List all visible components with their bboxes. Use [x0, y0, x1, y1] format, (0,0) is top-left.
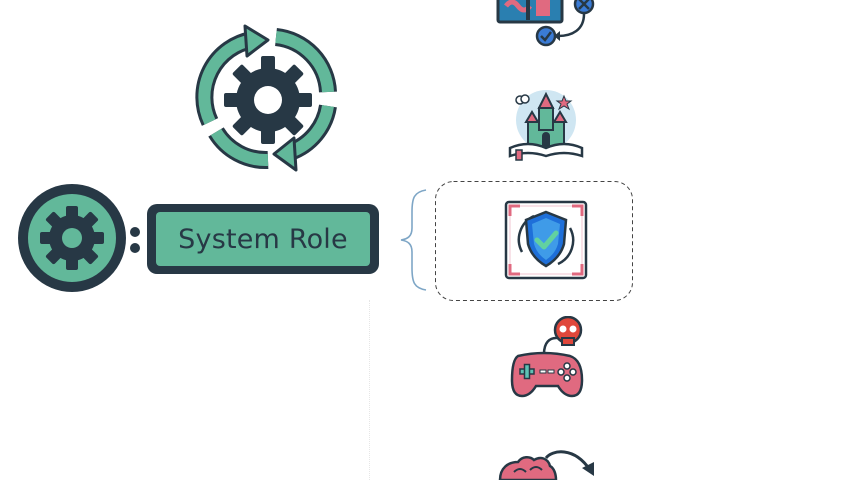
- castle-storybook-icon: [508, 90, 584, 161]
- gear-icon: [18, 184, 126, 292]
- puzzle-board-check-icon: [496, 0, 595, 47]
- curly-brace-icon: [400, 189, 427, 291]
- gear-sync-icon: [195, 24, 337, 172]
- guide-line: [369, 300, 370, 480]
- gamepad-skull-icon: [510, 316, 584, 398]
- shield-check-sync-icon: [504, 200, 588, 280]
- highlight-frame: [435, 181, 633, 301]
- system-role-box: [147, 204, 379, 274]
- brain-arrow-icon: [498, 450, 594, 480]
- colon-connector: [130, 227, 140, 253]
